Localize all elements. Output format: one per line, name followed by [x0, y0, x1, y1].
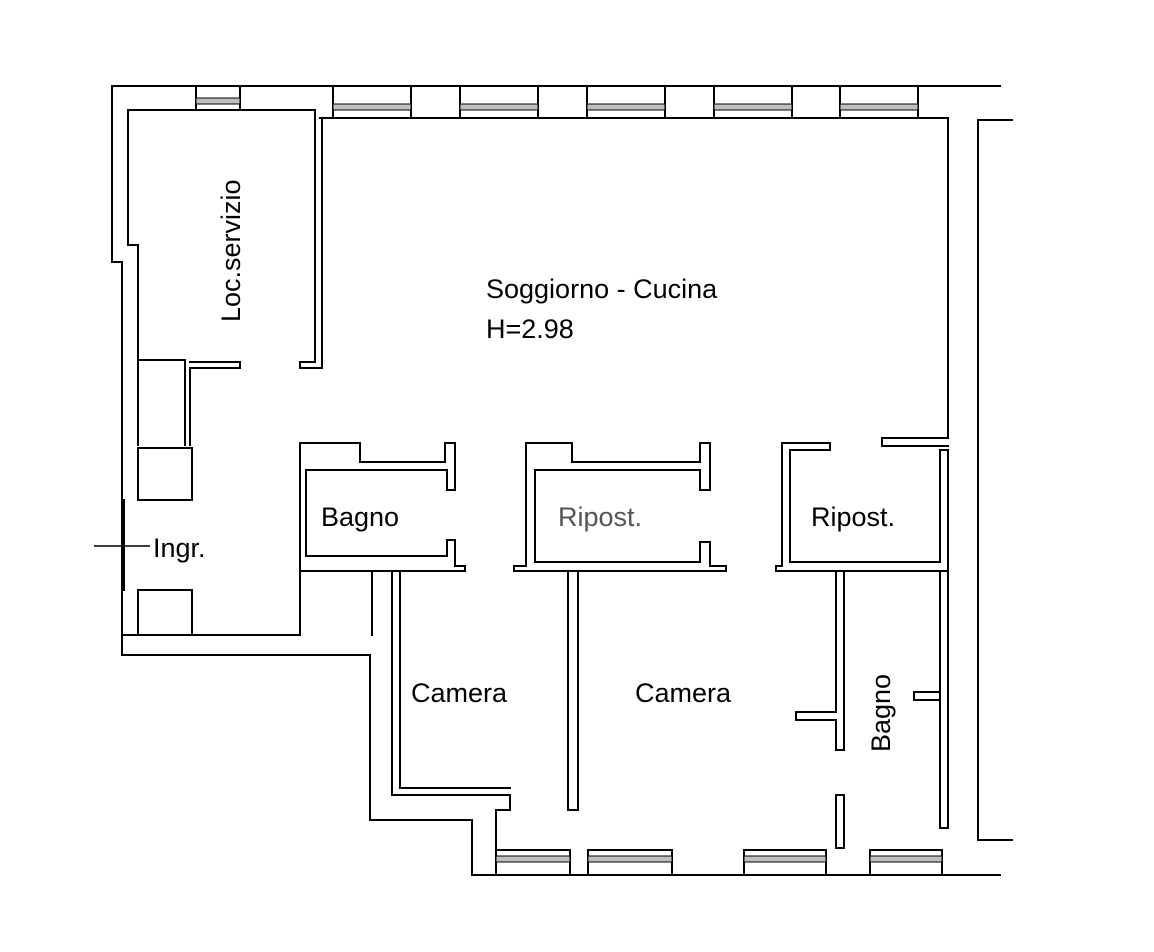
room-labels: Loc.servizio Soggiorno - Cucina H=2.98 B…	[153, 179, 896, 752]
window-bottom-1	[495, 849, 571, 876]
label-bagno-1: Bagno	[321, 502, 399, 532]
label-ripostiglio-1: Ripost.	[558, 502, 642, 532]
windows	[195, 85, 943, 876]
window-top-1	[195, 85, 241, 111]
label-ripostiglio-2: Ripost.	[811, 502, 895, 532]
window-top-6	[839, 85, 919, 119]
label-room-height: H=2.98	[486, 314, 574, 344]
interior-walls	[137, 117, 949, 861]
label-bagno-2: Bagno	[866, 674, 896, 752]
label-loc-servizio: Loc.servizio	[216, 179, 246, 322]
outer-walls	[111, 85, 1013, 876]
label-ingresso: Ingr.	[153, 533, 206, 563]
window-bottom-4	[869, 849, 943, 876]
window-bottom-2	[587, 849, 673, 876]
window-top-3	[459, 85, 539, 119]
window-top-5	[713, 85, 793, 119]
window-top-2	[332, 85, 412, 119]
label-soggiorno-cucina: Soggiorno - Cucina	[486, 274, 718, 304]
label-camera-2: Camera	[635, 678, 732, 708]
window-top-4	[586, 85, 666, 119]
window-bottom-3	[743, 849, 827, 876]
label-camera-1: Camera	[411, 678, 508, 708]
